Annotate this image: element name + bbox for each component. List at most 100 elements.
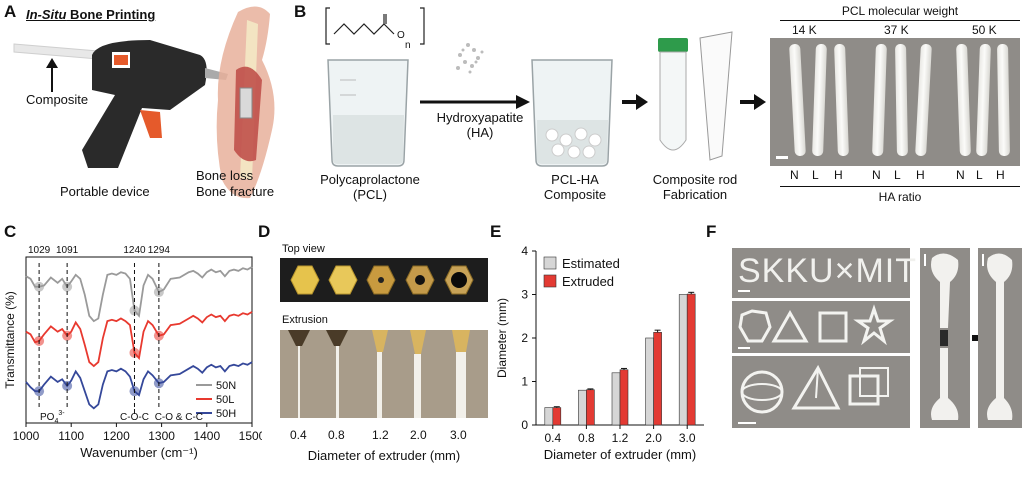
- ha-label: Hydroxyapatite(HA): [436, 110, 524, 140]
- ftir-peak-label-3: 1294: [148, 245, 171, 256]
- bar-xlabel: Diameter of extruder (mm): [544, 447, 696, 462]
- ftir-legend-label-2: 50H: [216, 408, 236, 420]
- bar-estimated-1: [578, 389, 587, 426]
- bar-legend-swatch-1: [543, 274, 557, 288]
- glue-gun-illustration: [13, 6, 275, 199]
- fractured-bone-photo: [920, 248, 970, 428]
- bone-fracture-label: Bone fracture: [196, 184, 275, 199]
- bar-estimated-4: [678, 294, 688, 426]
- ha-ratio-0: N: [790, 168, 799, 182]
- ftir-chart: 1000 1100 1200 1300 1400 1500Wavenumber (cm⁻¹…: [3, 245, 262, 460]
- top-view-label: Top view: [282, 243, 325, 255]
- ha-ratio-2: H: [834, 168, 843, 182]
- ftir-xtick-label-3: 1300: [148, 429, 175, 443]
- ha-ratio-1: L: [812, 168, 819, 182]
- panel-c-label: C: [4, 222, 17, 241]
- extruder-ticks: 0.4 0.8 1.2 2.0 3.0: [280, 428, 488, 444]
- bone-loss-label: Bone loss: [196, 168, 254, 183]
- composite-label: Composite: [26, 92, 89, 107]
- mw-14k: 14 K: [792, 23, 817, 37]
- panel-e-label: E: [490, 222, 502, 241]
- panel-f-label: F: [706, 222, 717, 241]
- bar-xtick-label-0: 0.4: [544, 431, 561, 445]
- ftir-legend-label-0: 50N: [216, 380, 236, 392]
- ftir-xtick-label-0: 1000: [13, 429, 40, 443]
- mw-title: PCL molecular weight: [841, 4, 959, 18]
- ftir-series-50L: [25, 311, 253, 368]
- ftir-peak-marker-50N-2: [129, 305, 140, 316]
- bar-extruded-4: [686, 293, 696, 426]
- bar-legend-label-1: Extruded: [562, 274, 614, 289]
- ha-ratio-title: HA ratio: [878, 190, 922, 204]
- ftir-peak-label-2: 1240: [123, 245, 146, 256]
- panel-d-xlabel: Diameter of extruder (mm): [307, 448, 461, 463]
- ha-ratio-3: N: [872, 168, 881, 182]
- extruder-tick-1: 0.8: [328, 428, 345, 442]
- ftir-legend-label-1: 50L: [216, 394, 234, 406]
- extruder-tick-4: 3.0: [450, 428, 467, 442]
- ha-ratio-6: N: [956, 168, 965, 182]
- nozzle-top-photo: [280, 258, 488, 302]
- ftir-xtick-label-5: 1500: [239, 429, 262, 443]
- ftir-peak-label-0: 1029: [28, 245, 51, 256]
- ftir-xtick-label-1: 1100: [58, 429, 84, 443]
- bar-xtick-label-4: 3.0: [679, 431, 696, 445]
- bar-ytick-label-2: 2: [521, 331, 528, 345]
- extrusion-photo: [280, 330, 488, 418]
- extruder-tick-3: 2.0: [410, 428, 427, 442]
- shapes-print-photo: [732, 301, 910, 353]
- bar-extruded-2: [619, 369, 629, 426]
- extruder-tick-2: 1.2: [372, 428, 389, 442]
- ftir-annot-cocc: C-O & C-C: [155, 412, 203, 423]
- bar-estimated-0: [544, 407, 554, 426]
- bar-extruded-1: [586, 389, 595, 426]
- panel-d-label: D: [258, 222, 271, 241]
- bar-ylabel: Diameter (mm): [495, 298, 509, 378]
- bar-ytick-label-0: 0: [521, 418, 528, 432]
- bar-xtick-label-1: 0.8: [578, 431, 595, 445]
- atom-o: O: [397, 30, 405, 41]
- subscript-n: n: [405, 40, 411, 51]
- ftir-annot-coc: C-O-C: [120, 412, 149, 423]
- panel-a-label: A: [4, 2, 17, 21]
- 3d-print-photo: [732, 356, 910, 428]
- bar-estimated-2: [611, 372, 621, 426]
- bar-ytick-label-3: 3: [521, 288, 528, 302]
- scale-bar: [776, 156, 788, 159]
- ftir-xtick-label-2: 1200: [103, 429, 130, 443]
- extruder-tick-0: 0.4: [290, 428, 307, 442]
- ftir-frame: [25, 256, 253, 424]
- bar-extruded-3: [653, 332, 662, 426]
- ftir-series-50N: [25, 266, 253, 323]
- bar-ytick-label-4: 4: [521, 244, 528, 258]
- ha-ratio-4: L: [894, 168, 901, 182]
- bar-xtick-label-2: 1.2: [612, 431, 629, 445]
- rod-photo: [770, 38, 1020, 166]
- mw-50k: 50 K: [972, 23, 997, 37]
- ftir-peak-marker-50L-2: [129, 347, 140, 358]
- ftir-ylabel: Transmittance (%): [3, 291, 17, 389]
- skku-mit-text: SKKU×MIT: [738, 252, 917, 290]
- pcl-label: Polycaprolactone(PCL): [320, 172, 420, 202]
- bar-estimated-3: [645, 337, 654, 426]
- panel-a-title: In-Situ Bone Printing: [26, 7, 156, 22]
- ftir-peak-label-1: 1091: [56, 245, 79, 256]
- text-print-photo: SKKU×MIT: [732, 248, 916, 298]
- bar-legend-swatch-0: [543, 256, 557, 270]
- bar-extruded-0: [552, 407, 562, 426]
- ftir-xlabel: Wavenumber (cm⁻¹): [80, 445, 198, 460]
- bar-xtick-label-3: 2.0: [645, 431, 662, 445]
- bar-legend-label-0: Estimated: [562, 256, 620, 271]
- ha-ratio-8: H: [996, 168, 1005, 182]
- ftir-xtick-label-4: 1400: [193, 429, 220, 443]
- fabrication-process-diagram: [325, 7, 766, 167]
- ha-ratio-7: L: [976, 168, 983, 182]
- mw-line: [780, 20, 1020, 21]
- bar-ytick-label-1: 1: [521, 375, 528, 389]
- extrusion-label: Extrusion: [282, 314, 328, 326]
- panel-b-label: B: [294, 2, 307, 21]
